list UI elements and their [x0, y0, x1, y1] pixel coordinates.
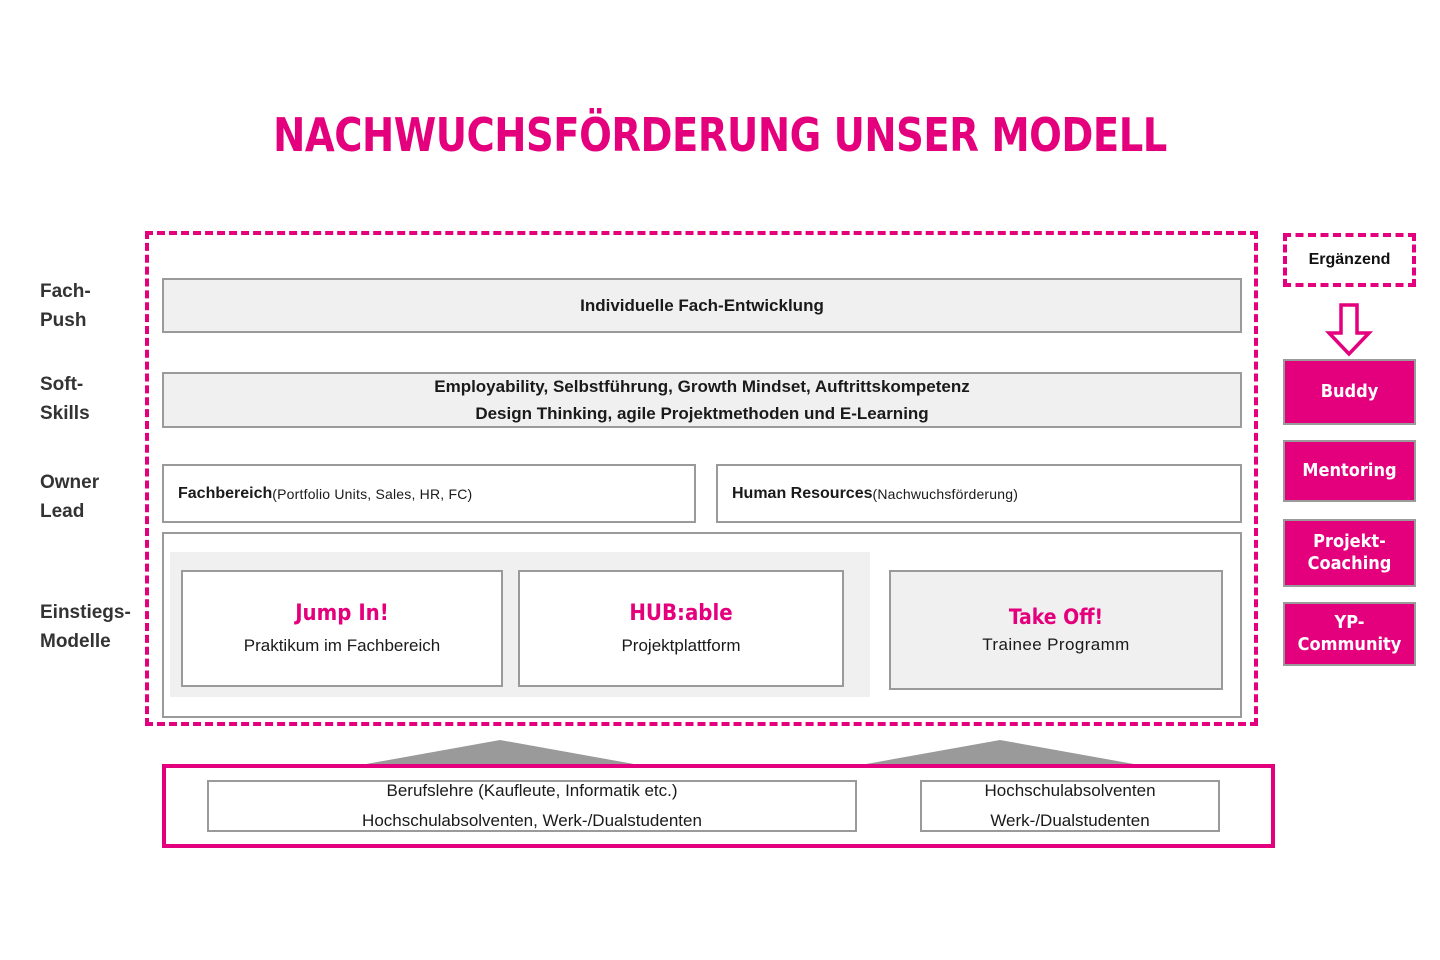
bottom-box-berufslehre-line1: Berufslehre (Kaufleute, Informatik etc.) — [386, 781, 678, 801]
up-arrow-right-icon — [855, 740, 1145, 766]
owner-human-resources-detail: (Nachwuchsförderung) — [872, 485, 1019, 502]
panel-soft-skills-line2: Design Thinking, agile Projektmethoden u… — [475, 404, 929, 423]
bottom-box-berufslehre-line2: Hochschulabsolventen, Werk-/Dualstudente… — [362, 811, 702, 830]
panel-owner-human-resources: Human Resources(Nachwuchsförderung) — [716, 464, 1242, 523]
row-label-line1: Soft- — [40, 374, 84, 395]
sidebar-item-projekt-coaching-line2: Coaching — [1307, 553, 1392, 574]
row-label-owner-lead: Owner Lead — [40, 468, 170, 527]
card-take-off[interactable]: Take Off! Trainee Programm — [889, 570, 1223, 690]
owner-fachbereich-detail: (Portfolio Units, Sales, HR, FC) — [272, 485, 473, 502]
row-label-line1: Owner — [40, 472, 100, 493]
up-arrow-left-icon — [355, 740, 645, 766]
row-label-einstiegs-modelle: Einstiegs- Modelle — [40, 598, 170, 657]
row-label-line1: Einstiegs- — [40, 602, 131, 623]
row-label-line2: Skills — [40, 403, 90, 425]
row-label-line1: Fach- — [40, 281, 91, 302]
sidebar-item-projekt-coaching[interactable]: Projekt- Coaching — [1283, 519, 1416, 587]
card-hub-able-title: HUB:able — [629, 601, 733, 626]
sidebar-header-erganzend: Ergänzend — [1283, 233, 1416, 287]
bottom-box-hochschulabsolventen-line2: Werk-/Dualstudenten — [990, 811, 1150, 830]
sidebar-item-yp-community-line2: Community — [1297, 634, 1402, 655]
card-take-off-title: Take Off! — [1008, 605, 1104, 629]
card-jump-in-subtitle: Praktikum im Fachbereich — [243, 636, 441, 655]
row-label-line2: Push — [40, 310, 87, 332]
panel-owner-fachbereich: Fachbereich(Portfolio Units, Sales, HR, … — [162, 464, 696, 523]
bottom-box-berufslehre: Berufslehre (Kaufleute, Informatik etc.)… — [207, 780, 857, 832]
sidebar-item-mentoring[interactable]: Mentoring — [1283, 440, 1416, 502]
row-label-line2: Lead — [40, 501, 85, 523]
owner-human-resources-title: Human Resources — [732, 484, 873, 502]
main-dashed-container — [145, 231, 1258, 726]
panel-soft-skills: Employability, Selbstführung, Growth Min… — [162, 372, 1242, 428]
sidebar-item-yp-community-line1: YP- — [1334, 611, 1365, 633]
row-label-soft-skills: Soft- Skills — [40, 370, 170, 429]
sidebar-item-yp-community[interactable]: YP- Community — [1283, 602, 1416, 666]
page-title: NACHWUCHSFÖRDERUNG UNSER MODELL — [273, 108, 1167, 162]
card-jump-in-title: Jump In! — [295, 601, 389, 626]
sidebar-item-buddy-label: Buddy — [1320, 380, 1379, 402]
down-arrow-icon — [1324, 303, 1374, 357]
panel-fach-push: Individuelle Fach-Entwicklung — [162, 278, 1242, 333]
card-jump-in[interactable]: Jump In! Praktikum im Fachbereich — [181, 570, 503, 687]
card-hub-able[interactable]: HUB:able Projektplattform — [518, 570, 844, 687]
panel-fach-push-text: Individuelle Fach-Entwicklung — [580, 295, 824, 315]
sidebar-header-label: Ergänzend — [1308, 251, 1391, 268]
card-take-off-subtitle: Trainee Programm — [982, 635, 1130, 654]
row-label-line2: Modelle — [40, 631, 111, 653]
owner-fachbereich-title: Fachbereich — [178, 484, 273, 502]
panel-soft-skills-line1: Employability, Selbstführung, Growth Min… — [434, 376, 970, 396]
card-hub-able-subtitle: Projektplattform — [621, 636, 741, 655]
sidebar-item-projekt-coaching-line1: Projekt- — [1313, 530, 1386, 552]
bottom-box-hochschulabsolventen-line1: Hochschulabsolventen — [984, 781, 1156, 801]
bottom-box-hochschulabsolventen: Hochschulabsolventen Werk-/Dualstudenten — [920, 780, 1220, 832]
sidebar-item-mentoring-label: Mentoring — [1302, 459, 1397, 481]
sidebar-item-buddy[interactable]: Buddy — [1283, 359, 1416, 425]
row-label-fach-push: Fach- Push — [40, 277, 170, 336]
